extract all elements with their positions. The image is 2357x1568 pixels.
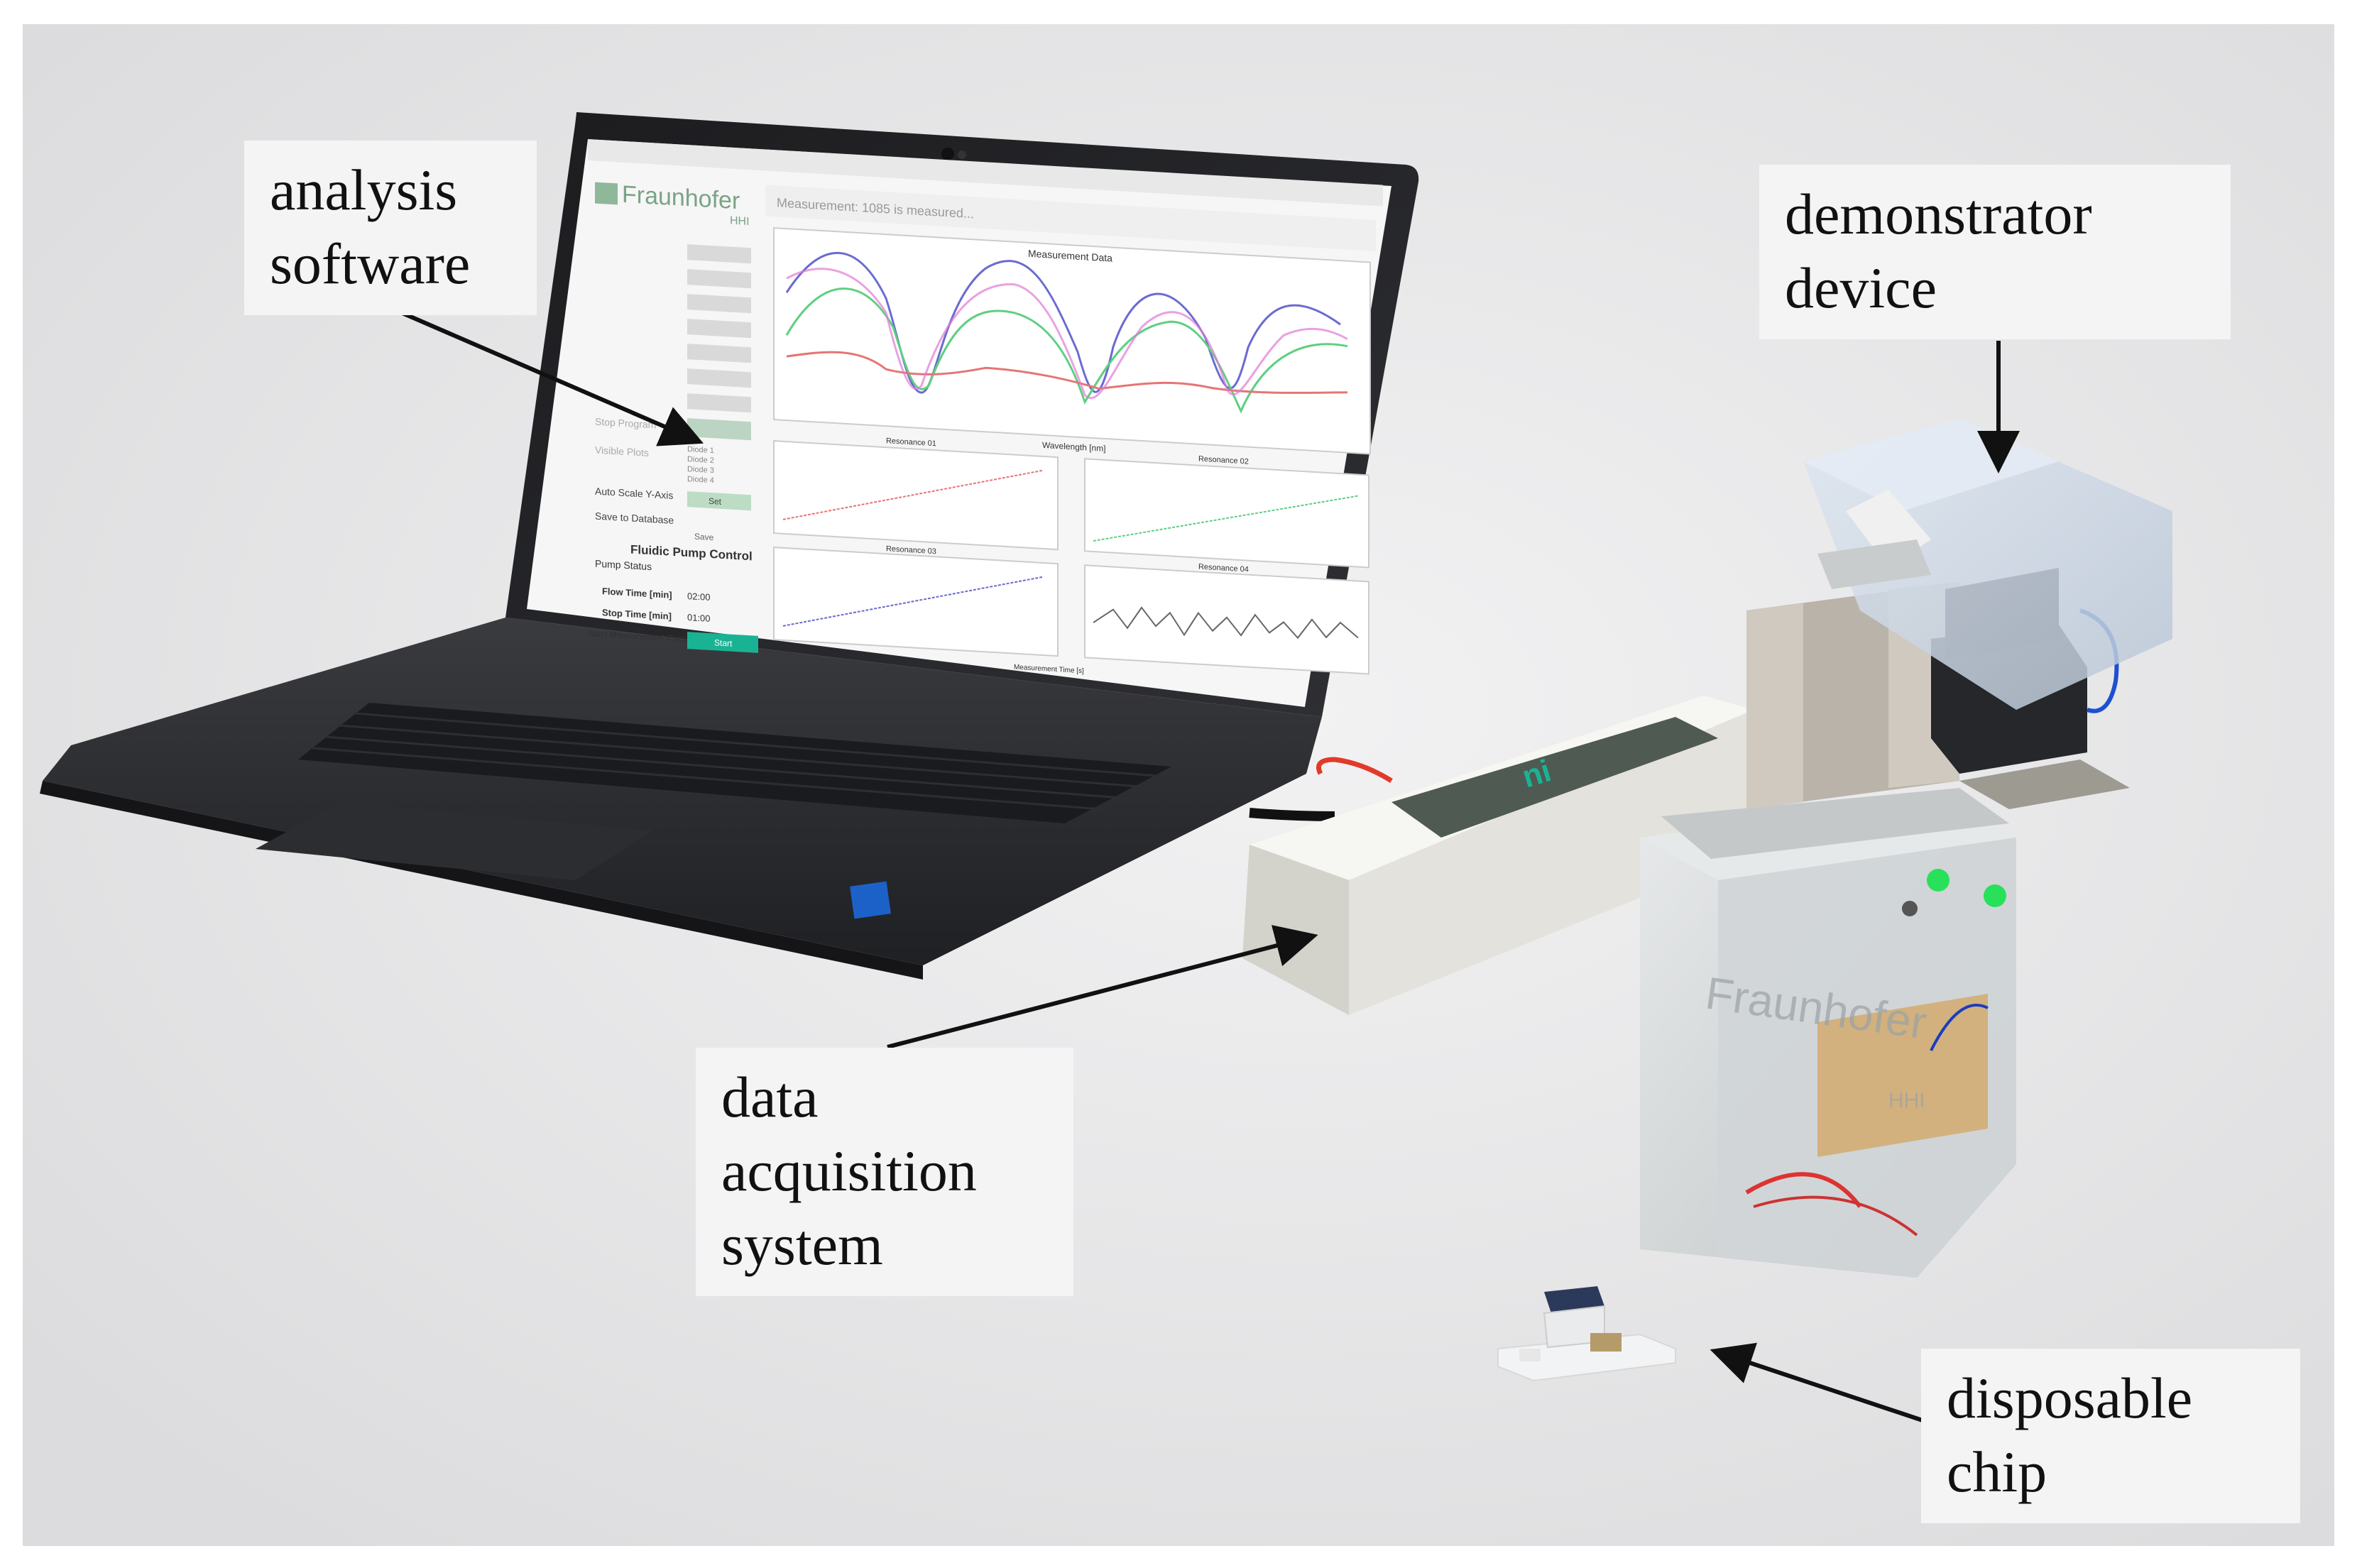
screen-stop-time-label: Stop Time [min]	[602, 607, 672, 622]
screen-diode-1: Diode 1	[687, 445, 714, 455]
screen-chart-1	[773, 440, 1059, 551]
annotation-arrows	[393, 307, 2020, 1429]
arrow-chip	[1710, 1342, 1942, 1429]
screen-save-button: Save	[694, 532, 714, 543]
laptop-sticker	[850, 881, 891, 919]
screen-start-button-label: Start	[714, 637, 733, 648]
chip-base	[1497, 1333, 1676, 1382]
label-daq-line3: system	[721, 1212, 883, 1277]
screen-diode-4: Diode 4	[687, 475, 714, 485]
fraunhofer-logo-icon	[595, 182, 618, 205]
screen-flow-label: Flow Time [min]	[602, 586, 672, 601]
label-data-acquisition-system: data acquisition system	[696, 1048, 1073, 1296]
daq-panel	[1391, 717, 1718, 838]
screen-stop-time-value: 01:00	[687, 612, 711, 624]
led-1-icon	[1927, 869, 1949, 892]
laptop-screen-content: Fraunhofer HHI Measurement: 1085 is meas…	[588, 139, 1383, 675]
screen-diode-3: Diode 3	[687, 465, 714, 475]
demonstrator-device: Fraunhofer HHI	[1640, 419, 2172, 1278]
screen-logo-sub: HHI	[730, 215, 750, 229]
label-daq-line2: acquisition	[721, 1139, 977, 1203]
device-logo-sub: HHI	[1888, 1089, 1925, 1112]
device-circuit-board	[1817, 994, 1988, 1157]
label-analysis-software: analysis software	[244, 141, 537, 315]
label-analysis-software-line1: analysis	[270, 158, 458, 222]
chip-window	[1544, 1286, 1604, 1313]
screen-main-xlabel: Wavelength [nm]	[1042, 440, 1106, 454]
screen-chart-1-title: Resonance 01	[886, 437, 936, 448]
arrow-software	[393, 307, 704, 446]
screen-stop-label: Stop Program	[595, 416, 656, 431]
screen-chart-2	[1084, 458, 1369, 569]
screen-chart-4-title: Resonance 04	[1198, 563, 1249, 574]
screen-main-chart-title: Measurement Data	[1028, 248, 1112, 264]
label-disposable-chip-line1: disposable	[1947, 1366, 2193, 1430]
screen-chart-2-title: Resonance 02	[1198, 455, 1249, 466]
webcam-icon	[941, 148, 954, 160]
label-demonstrator-device-line2: device	[1785, 256, 1937, 320]
disposable-chip	[1497, 1286, 1676, 1382]
screen-chart-3-title: Resonance 03	[886, 544, 936, 556]
label-analysis-software-line2: software	[270, 231, 471, 296]
laptop-keyboard	[298, 703, 1171, 823]
label-daq-line1: data	[721, 1065, 819, 1129]
label-disposable-chip-line2: chip	[1947, 1440, 2047, 1504]
screen-set-button: Set	[709, 496, 722, 507]
screen-chart-4	[1084, 564, 1369, 675]
screen-start-button	[687, 632, 758, 653]
led-2-icon	[1984, 884, 2006, 907]
screen-visible-label: Visible Plots	[595, 444, 649, 459]
label-demonstrator-device: demonstrator device	[1759, 165, 2231, 339]
label-disposable-chip: disposable chip	[1921, 1349, 2300, 1523]
label-demonstrator-device-line1: demonstrator	[1785, 182, 2092, 246]
screen-savedb-label: Save to Database	[595, 510, 674, 526]
arrow-daq	[887, 925, 1318, 1049]
laptop-touchpad	[256, 802, 653, 880]
daq-box: ni	[1242, 696, 1754, 1015]
screen-autoscale-label: Auto Scale Y-Axis	[595, 486, 673, 501]
screen-chart-3	[773, 547, 1059, 657]
screen-diode-2: Diode 2	[687, 455, 714, 465]
chip-contact	[1590, 1333, 1622, 1352]
screen-flow-value: 02:00	[687, 591, 711, 603]
screen-pump-status: Pump Status	[595, 558, 652, 573]
